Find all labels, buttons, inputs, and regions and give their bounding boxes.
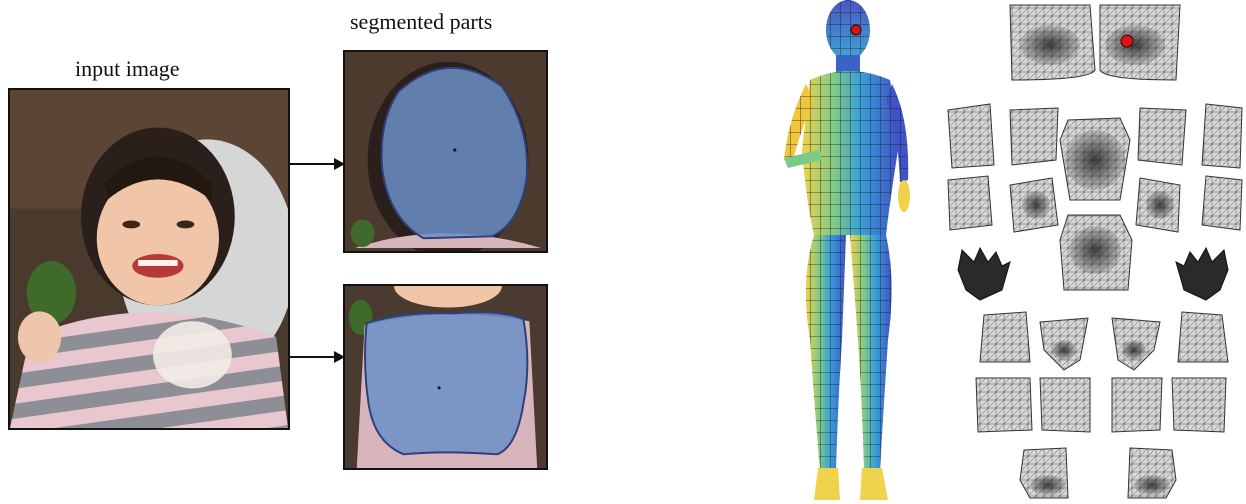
atlas-torso-front (1060, 215, 1132, 290)
part-atlas (940, 0, 1246, 504)
atlas-feet (1020, 448, 1176, 498)
atlas-torso-back (1060, 118, 1130, 200)
atlas-head-left (1010, 5, 1095, 80)
segmented-face-panel (343, 50, 548, 253)
input-photo (8, 88, 290, 430)
segmented-parts-caption: segmented parts (350, 9, 492, 35)
segmented-torso-panel (343, 284, 548, 470)
atlas-row-upper-legs (980, 312, 1228, 370)
atlas-head-right (1100, 5, 1180, 80)
atlas-row-lower-legs (976, 378, 1226, 432)
input-image-caption: input image (75, 56, 179, 82)
body-mesh-figure (780, 0, 925, 504)
arrow-to-torso-icon (290, 347, 345, 367)
arrow-to-face-icon (290, 154, 345, 174)
